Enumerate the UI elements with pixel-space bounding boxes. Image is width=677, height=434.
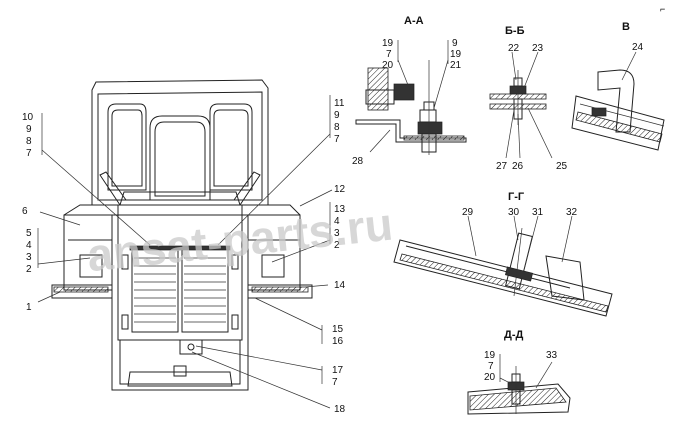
label-11: 11 (334, 98, 345, 109)
section-v-labels: 24 (632, 42, 644, 53)
label-7-lower: 7 (332, 377, 338, 388)
section-gg-title: Г-Г (508, 191, 525, 203)
bb-label-26: 26 (512, 161, 524, 172)
bb-label-25: 25 (556, 161, 568, 172)
label-18: 18 (334, 404, 346, 415)
section-aa: А-А (355, 15, 467, 155)
dd-label-7: 7 (488, 361, 494, 372)
section-dd: Д-Д (467, 329, 571, 415)
bb-label-27: 27 (496, 161, 508, 172)
section-bb-labels: 22 23 27 26 25 (496, 43, 568, 172)
corner-mark: ⌐ (660, 4, 665, 14)
aa-label-20: 20 (382, 60, 394, 71)
label-8-left: 8 (26, 136, 32, 147)
section-gg-leaders (467, 215, 573, 271)
section-gg: Г-Г (393, 191, 613, 317)
section-bb: Б-Б (489, 25, 547, 125)
main-view-labels: 10 9 8 7 6 5 4 3 2 1 11 9 8 7 12 13 4 3 … (22, 98, 346, 415)
section-v-title: В (622, 21, 630, 33)
main-view-leaders (37, 95, 333, 409)
label-6: 6 (22, 206, 28, 217)
section-aa-title: А-А (404, 15, 424, 27)
label-13: 13 (334, 204, 346, 215)
bb-label-22: 22 (508, 43, 520, 54)
label-2-right: 2 (334, 240, 340, 251)
section-aa-leaders (369, 40, 449, 153)
section-dd-title: Д-Д (504, 329, 523, 341)
section-aa-labels: 19 7 20 9 19 21 28 (352, 38, 462, 167)
label-4-left: 4 (26, 240, 32, 251)
v-label-24: 24 (632, 42, 644, 53)
label-9-left: 9 (26, 124, 32, 135)
label-3-left: 3 (26, 252, 32, 263)
label-8-right: 8 (334, 122, 340, 133)
gg-label-31: 31 (532, 207, 544, 218)
watermark: ansat-parts.ru (85, 198, 396, 282)
label-1: 1 (26, 302, 32, 313)
section-dd-leaders (499, 354, 553, 389)
label-5: 5 (26, 228, 32, 239)
bb-label-23: 23 (532, 43, 544, 54)
aa-label-9: 9 (452, 38, 458, 49)
label-12: 12 (334, 184, 346, 195)
aa-label-19: 19 (382, 38, 394, 49)
dd-label-19: 19 (484, 350, 496, 361)
label-10: 10 (22, 112, 34, 123)
main-view (51, 79, 313, 391)
gg-label-30: 30 (508, 207, 520, 218)
aa-label-28: 28 (352, 156, 364, 167)
section-bb-leaders (505, 51, 553, 159)
section-bb-title: Б-Б (505, 25, 525, 37)
section-v: В (571, 21, 665, 151)
label-17: 17 (332, 365, 344, 376)
section-v-leaders (621, 51, 637, 81)
dd-label-33: 33 (546, 350, 558, 361)
section-gg-labels: 29 30 31 32 (462, 207, 578, 218)
label-16: 16 (332, 336, 344, 347)
dd-label-20: 20 (484, 372, 496, 383)
label-7-left: 7 (26, 148, 32, 159)
aa-label-7: 7 (386, 49, 392, 60)
label-2-left: 2 (26, 264, 32, 275)
aa-label-21: 21 (450, 60, 462, 71)
gg-label-32: 32 (566, 207, 578, 218)
label-14: 14 (334, 280, 346, 291)
label-3-right: 3 (334, 228, 340, 239)
gg-label-29: 29 (462, 207, 474, 218)
label-7-right: 7 (334, 134, 340, 145)
label-15: 15 (332, 324, 344, 335)
label-4-right: 4 (334, 216, 340, 227)
section-dd-labels: 19 7 20 33 (484, 350, 558, 383)
aa-label-19b: 19 (450, 49, 462, 60)
label-9-right: 9 (334, 110, 340, 121)
